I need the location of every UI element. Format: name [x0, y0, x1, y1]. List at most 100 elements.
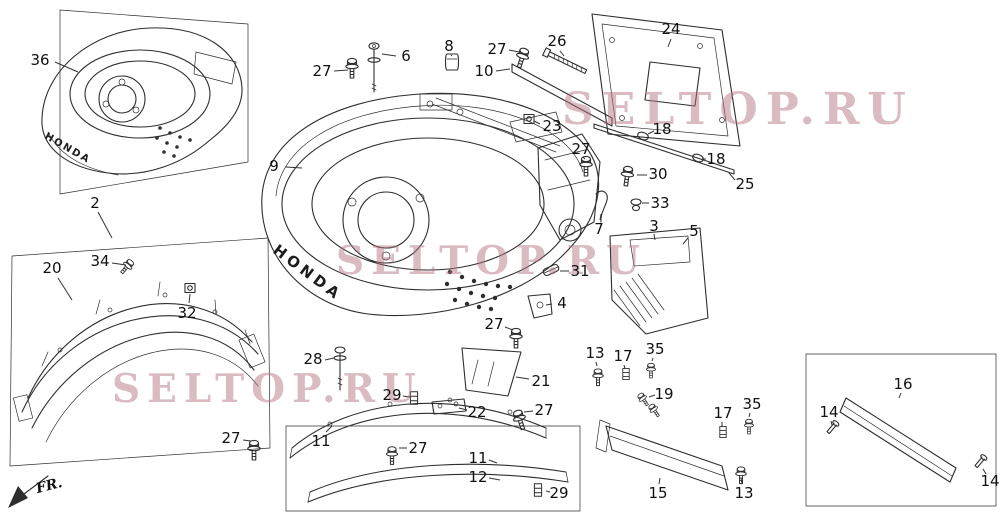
leader-line-16-46: [898, 392, 902, 399]
leader-line-6-6: [381, 53, 397, 57]
leader-line-27-8: [508, 49, 520, 53]
leader-line-22-29: [458, 407, 468, 411]
leader-line-36-0: [54, 61, 79, 73]
part-label-27-8: 27: [487, 40, 507, 58]
part-label-14-47: 14: [980, 472, 1000, 490]
lower-box-frame: [285, 425, 581, 512]
pin-6-art: [367, 42, 381, 93]
leader-line-13-37: [595, 361, 598, 367]
bracket-4-art: [527, 293, 553, 319]
skirt-assembly-art: [9, 237, 271, 467]
leader-line-24-11: [667, 38, 672, 48]
clip-8-art: [444, 53, 460, 71]
leader-line-29-36: [545, 490, 551, 493]
leader-line-5-21: [682, 237, 689, 245]
part-label-27-16: 27: [571, 140, 591, 158]
part-label-26-10: 26: [547, 32, 567, 50]
part-label-2-1: 2: [90, 194, 100, 212]
leader-line-2-1: [97, 211, 113, 239]
leader-line-11-32: [325, 425, 333, 433]
part-label-27-33: 27: [408, 439, 428, 457]
leader-line-25-15: [728, 172, 736, 181]
skirt-12-art: [307, 463, 569, 503]
part-label-30-17: 30: [648, 165, 668, 183]
leader-line-14-45: [830, 420, 833, 426]
leader-line-32-4: [188, 293, 191, 304]
skirt-11-art: [289, 397, 547, 459]
fr-arrow: [8, 475, 49, 508]
rod-25-art: [593, 123, 735, 175]
leader-line-13-44: [740, 477, 743, 485]
leader-line-15-41: [658, 477, 661, 485]
part-label-36-0: 36: [30, 51, 50, 69]
part-label-13-44: 13: [734, 484, 754, 502]
hook-7-art: [595, 190, 608, 223]
screw-26-art: [542, 47, 588, 74]
leader-line-18-13: [647, 130, 655, 135]
part-label-17-38: 17: [613, 347, 633, 365]
gusset-21-art: [461, 347, 522, 397]
bolt-28-art: [333, 346, 347, 391]
part-label-23-12: 23: [542, 117, 562, 135]
part-label-35-39: 35: [645, 340, 665, 358]
part-label-27-25: 27: [484, 315, 504, 333]
part-label-8-7: 8: [444, 37, 454, 55]
leader-line-3-20: [653, 233, 656, 241]
leader-line-4-24: [545, 303, 553, 306]
part-label-29-28: 29: [382, 386, 402, 404]
part-label-34-3: 34: [90, 252, 110, 270]
leader-lines: [54, 38, 987, 493]
chute-guard-art: [609, 227, 709, 335]
leader-line-23-12: [533, 120, 541, 125]
part-label-13-37: 13: [585, 344, 605, 362]
part-label-16-46: 16: [893, 375, 913, 393]
lower-hardware-art: [285, 293, 581, 512]
part-label-32-4: 32: [177, 304, 197, 322]
part-label-18-14: 18: [706, 150, 726, 168]
grommet-33-art: [630, 198, 642, 212]
leader-line-34-3: [111, 262, 127, 266]
plate-22-art: [431, 398, 467, 415]
leader-line-11-34: [488, 459, 498, 464]
part-label-11-34: 11: [468, 449, 488, 467]
leader-line-27-16: [582, 156, 586, 160]
leader-line-27-5: [333, 69, 349, 72]
part-label-9-22: 9: [269, 157, 279, 175]
leader-line-20-2: [57, 277, 73, 301]
leader-line-27-31: [242, 439, 252, 442]
leader-line-35-39: [651, 357, 654, 362]
part-label-15-41: 15: [648, 484, 668, 502]
part-label-27-31: 27: [221, 429, 241, 447]
part-label-28-27: 28: [303, 350, 323, 368]
part-label-14-45: 14: [819, 403, 839, 421]
part-label-24-11: 24: [661, 20, 681, 38]
leader-line-9-22: [285, 166, 303, 169]
rear-skirt-15-art: [592, 362, 755, 491]
part-label-12-35: 12: [468, 468, 488, 486]
molding-box-art: [805, 353, 997, 507]
leader-line-27-30: [523, 410, 534, 413]
part-label-21-26: 21: [531, 372, 551, 390]
part-label-6-6: 6: [401, 47, 411, 65]
part-label-25-15: 25: [735, 175, 755, 193]
leader-line-28-27: [324, 357, 335, 361]
part-label-7-19: 7: [594, 220, 604, 238]
top-hardware-art: [345, 42, 735, 277]
part-label-11-32: 11: [311, 432, 331, 450]
part-label-17-42: 17: [713, 404, 733, 422]
part-label-4-24: 4: [557, 294, 567, 312]
leader-line-19-40: [648, 394, 656, 398]
part-label-27-5: 27: [312, 62, 332, 80]
leader-line-7-19: [599, 213, 602, 221]
leader-line-12-35: [488, 477, 501, 481]
part-label-29-36: 29: [549, 484, 569, 502]
part-label-3-20: 3: [649, 217, 659, 235]
leader-line-27-25: [504, 326, 514, 331]
leader-line-29-28: [402, 395, 411, 398]
leader-line-17-38: [623, 364, 626, 370]
part-label-18-13: 18: [652, 120, 672, 138]
leader-line-21-26: [515, 376, 530, 380]
